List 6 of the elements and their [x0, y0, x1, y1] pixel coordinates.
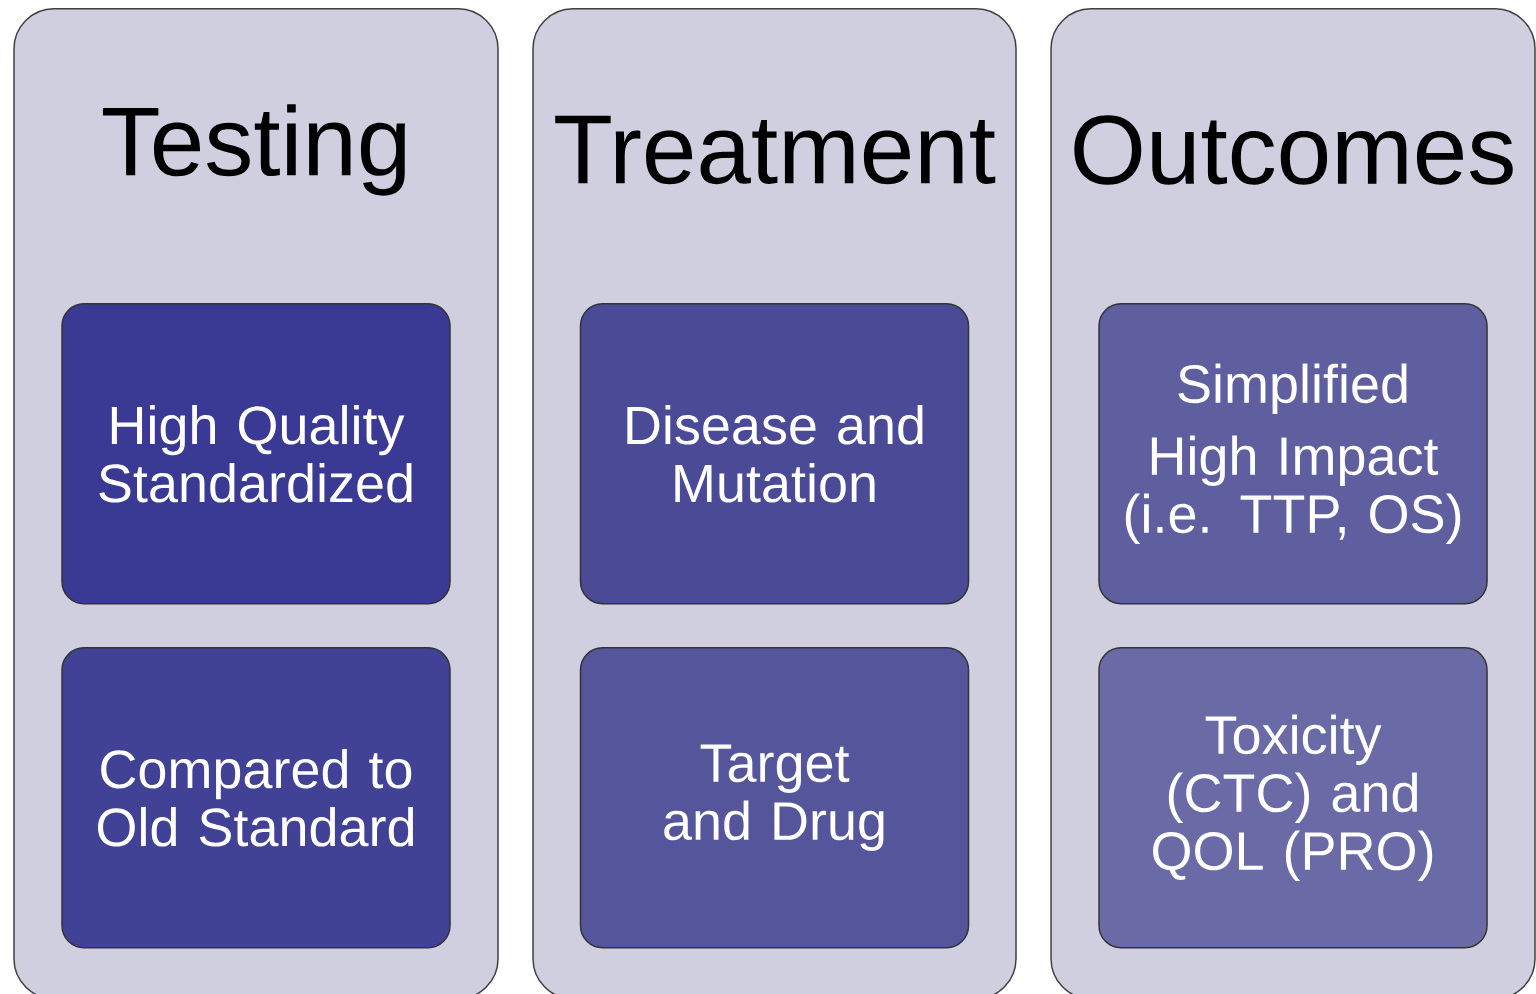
text-box: Disease and Mutation [579, 303, 970, 605]
text-box: Toxicity (CTC) and QOL (PRO) [1098, 647, 1488, 949]
text-box: Compared to Old Standard [61, 647, 451, 949]
text-box: High Quality Standardized [61, 303, 451, 605]
text-box: Simplified High Impact (i.e. TTP, OS) [1098, 303, 1488, 605]
text-box: Target and Drug [579, 647, 970, 949]
